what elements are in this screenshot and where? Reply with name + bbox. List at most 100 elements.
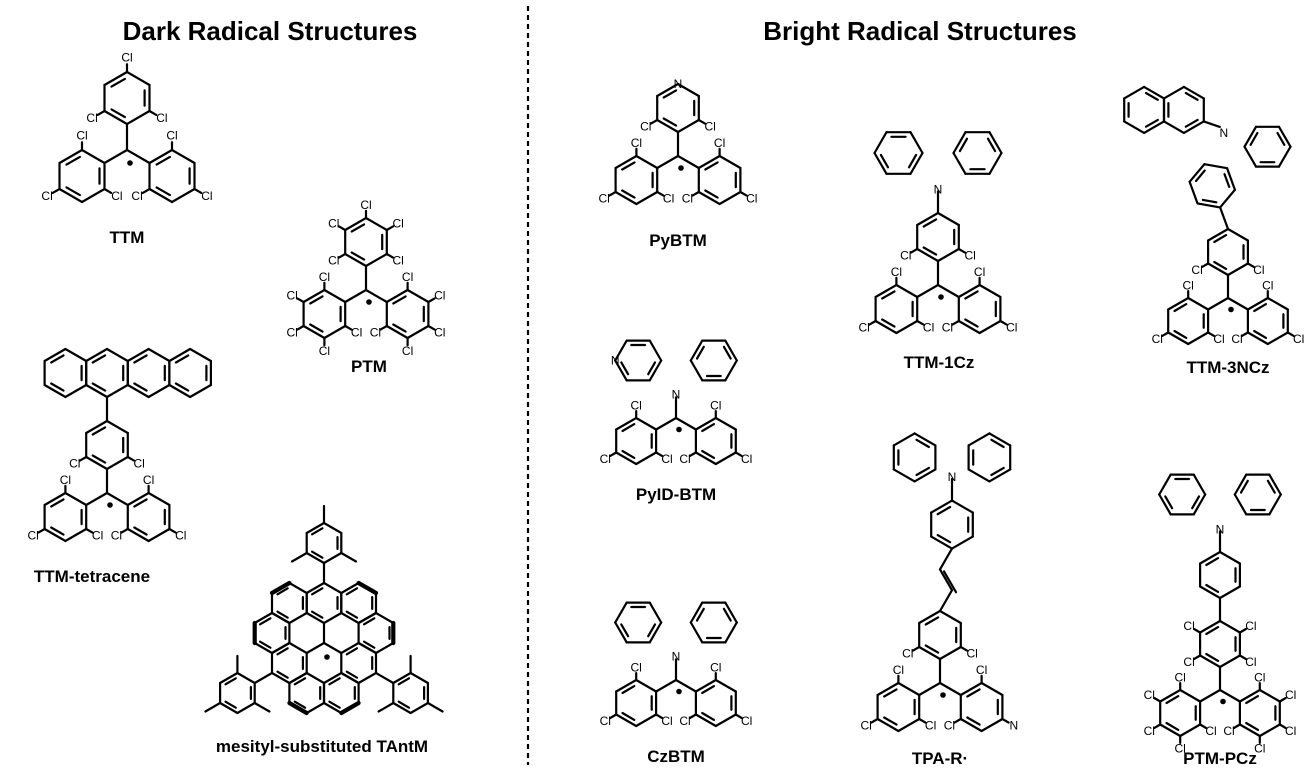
bond xyxy=(105,383,129,399)
bond xyxy=(1188,163,1206,183)
nitrogen-atom: N xyxy=(934,182,943,196)
bond xyxy=(1162,85,1186,100)
bond xyxy=(350,251,366,261)
bond xyxy=(1218,585,1242,600)
chlorine-atom: Cl xyxy=(1191,263,1202,277)
bond xyxy=(614,621,628,644)
nitrogen-atom: N xyxy=(1216,522,1225,536)
chlorine-atom: Cl xyxy=(393,254,404,268)
bond xyxy=(1164,495,1174,510)
bond xyxy=(1192,473,1207,496)
bond xyxy=(724,621,738,644)
heading-bright: Bright Radical Structures xyxy=(763,16,1077,46)
bond xyxy=(621,423,636,433)
bond xyxy=(1226,227,1250,242)
bond xyxy=(58,148,84,165)
bond xyxy=(269,580,292,596)
label-ptm-pcz: PTM-PCz xyxy=(1183,749,1257,768)
bond xyxy=(689,601,704,624)
bond xyxy=(895,319,919,335)
bond xyxy=(620,361,630,376)
bond xyxy=(978,319,1002,335)
bond xyxy=(392,701,412,715)
bond xyxy=(635,678,658,693)
chlorine-atom: Cl xyxy=(661,714,672,728)
bond xyxy=(1205,583,1220,594)
bond xyxy=(392,671,412,685)
bond xyxy=(635,451,658,466)
label-pyid-btm: PyID-BTM xyxy=(636,485,716,504)
bond xyxy=(967,468,991,483)
bond xyxy=(1213,260,1228,270)
bond xyxy=(392,295,407,305)
bond xyxy=(1194,169,1206,183)
bond xyxy=(385,225,395,232)
bond xyxy=(959,717,983,733)
chlorine-atom: Cl xyxy=(600,452,611,466)
bond xyxy=(296,324,305,331)
bond xyxy=(323,288,347,304)
bond xyxy=(85,347,109,363)
bond xyxy=(922,218,938,228)
bond xyxy=(345,670,359,679)
bond xyxy=(253,611,274,625)
bond xyxy=(936,283,960,299)
bond xyxy=(259,640,272,649)
bond xyxy=(980,681,1004,697)
bond xyxy=(322,521,343,535)
bond xyxy=(345,647,359,656)
bond xyxy=(1205,556,1220,567)
bond xyxy=(608,190,617,197)
bond xyxy=(621,449,636,459)
chlorine-atom: Cl xyxy=(710,660,721,674)
bond xyxy=(1218,619,1242,634)
bond xyxy=(621,189,636,199)
bond xyxy=(909,151,924,175)
bond xyxy=(1153,723,1162,730)
bond xyxy=(168,527,177,534)
bond xyxy=(739,190,748,197)
bond xyxy=(938,568,954,592)
bond xyxy=(688,713,698,720)
chlorine-atom: Cl xyxy=(1213,332,1224,346)
bond xyxy=(1268,493,1282,516)
bond xyxy=(189,383,212,399)
chlorine-atom: Cl xyxy=(705,120,716,134)
bond xyxy=(374,641,395,655)
bond xyxy=(253,641,274,655)
bond xyxy=(647,361,657,376)
bond xyxy=(1192,627,1202,634)
bond xyxy=(1205,652,1220,663)
bond xyxy=(1165,721,1180,732)
bond xyxy=(345,587,359,596)
bond xyxy=(80,187,106,204)
chlorine-atom: Cl xyxy=(434,288,445,302)
bond xyxy=(953,717,962,724)
bond xyxy=(305,641,326,655)
bond xyxy=(288,641,308,655)
bond xyxy=(344,252,368,268)
bond xyxy=(936,211,960,227)
chlorine-atom: Cl xyxy=(925,719,936,733)
chlorine-atom: Cl xyxy=(600,714,611,728)
bond xyxy=(340,641,360,655)
bond xyxy=(1258,723,1281,738)
bond xyxy=(694,678,717,693)
bond xyxy=(50,382,65,392)
bond xyxy=(1268,473,1282,496)
bond xyxy=(648,339,663,362)
bond xyxy=(714,713,737,728)
bond xyxy=(1206,331,1216,337)
bond xyxy=(309,295,324,305)
chlorine-atom: Cl xyxy=(319,270,330,284)
chlorine-atom: Cl xyxy=(1223,724,1234,738)
bond xyxy=(1286,331,1295,337)
chlorine-atom: Cl xyxy=(86,111,97,125)
chlorine-atom: Cl xyxy=(859,321,870,335)
bond xyxy=(1239,479,1249,494)
